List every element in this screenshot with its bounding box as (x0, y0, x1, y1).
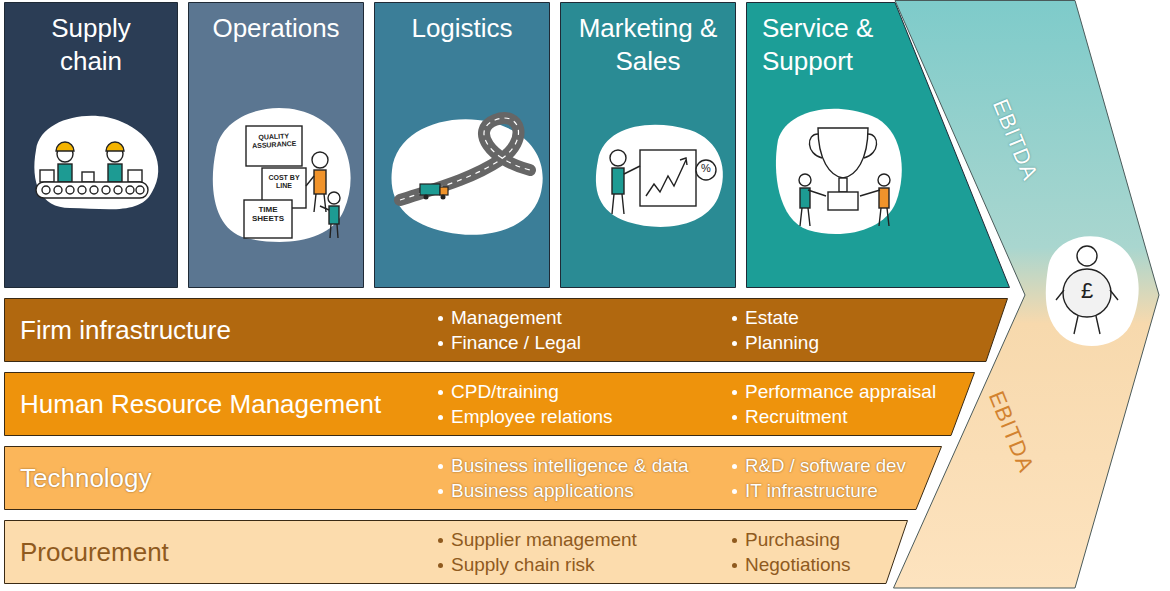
activity-column: Supply chain (4, 2, 178, 288)
band-fill (5, 299, 1008, 362)
column-heading: Operations (191, 12, 361, 45)
blobs (34, 108, 1138, 346)
box-label: QUALITY ASSURANCE (248, 132, 301, 150)
bullet-dot (732, 489, 737, 494)
bullet-dot (732, 538, 737, 543)
node-outline (560, 2, 736, 288)
trophy-figure (799, 128, 890, 226)
box-label: COST BY LINE (266, 174, 302, 189)
support-band: Human Resource Management CPD/trainingEmp… (4, 372, 975, 436)
activity-column: Operations (188, 2, 364, 288)
symbol-label: £ (1076, 279, 1098, 303)
band-heading: Technology (20, 446, 152, 510)
column-heading: Logistics (377, 12, 547, 45)
column-fill (189, 3, 364, 288)
band-bullet: Management (451, 307, 562, 329)
band-bullet: Supplier management (451, 529, 637, 551)
chevron-fill (894, 1, 1160, 589)
margin-chevron: EBITDAEBITDA (893, 0, 1160, 590)
band-bullet: Estate (745, 307, 799, 329)
column-heading: Supply chain (29, 12, 153, 78)
support-band: Technology Business intelligence & dataBu… (4, 446, 942, 510)
coin-figure (1056, 246, 1118, 334)
operations-figure (244, 126, 340, 238)
band-bullet: Planning (745, 332, 819, 354)
bullet-dot (732, 563, 737, 568)
bullet-dot (438, 489, 443, 494)
bullet-dot (732, 341, 737, 346)
column-fill (5, 3, 178, 288)
bullet-dot (438, 341, 443, 346)
bullet-dot (438, 464, 443, 469)
band-heading: Human Resource Management (20, 372, 381, 436)
bullet-dot (732, 464, 737, 469)
logistics-figure (400, 118, 530, 200)
marketing-figure (610, 150, 716, 214)
box-label: TIME SHEETS (246, 206, 290, 224)
band-bullet: Business intelligence & data (451, 455, 689, 477)
bullet-dot (732, 390, 737, 395)
activity-column: Logistics (374, 2, 550, 288)
bullet-dot (438, 563, 443, 568)
band-bullet: Performance appraisal (745, 381, 936, 403)
band-bullet: CPD/training (451, 381, 559, 403)
column-fill (375, 3, 550, 288)
bullet-dot (438, 390, 443, 395)
band-bullet: Negotiations (745, 554, 851, 576)
bullet-dot (732, 316, 737, 321)
band-bullet: Recruitment (745, 406, 847, 428)
band-fill (5, 373, 975, 436)
band-fill (5, 447, 942, 510)
bullet-dot (438, 316, 443, 321)
symbol-label: % (698, 162, 714, 174)
column-heading: Marketing & Sales (573, 12, 723, 78)
band-heading: Procurement (20, 520, 169, 584)
column-heading: Service & Support (762, 12, 912, 78)
band-bullet: IT infrastructure (745, 480, 878, 502)
band-bullet: Finance / Legal (451, 332, 581, 354)
band-bullet: Purchasing (745, 529, 840, 551)
node-outline (893, 0, 1160, 590)
activity-column: Marketing & Sales (560, 2, 736, 288)
node-outline (4, 2, 178, 288)
node-outline (374, 2, 550, 288)
band-bullet: Supply chain risk (451, 554, 595, 576)
support-band: Firm infrastructure ManagementFinance / L… (4, 298, 1008, 362)
support-band: Procurement Supplier managementSupply cha… (4, 520, 908, 584)
bullet-dot (438, 415, 443, 420)
band-bullet: Business applications (451, 480, 634, 502)
band-bullet: R&D / software dev (745, 455, 906, 477)
band-heading: Firm infrastructure (20, 298, 231, 362)
column-fill (561, 3, 736, 288)
bullet-dot (732, 415, 737, 420)
supply-chain-figure (36, 142, 148, 198)
band-fill (5, 521, 908, 584)
bullet-dot (438, 538, 443, 543)
node-outline (188, 2, 364, 288)
band-bullet: Employee relations (451, 406, 613, 428)
